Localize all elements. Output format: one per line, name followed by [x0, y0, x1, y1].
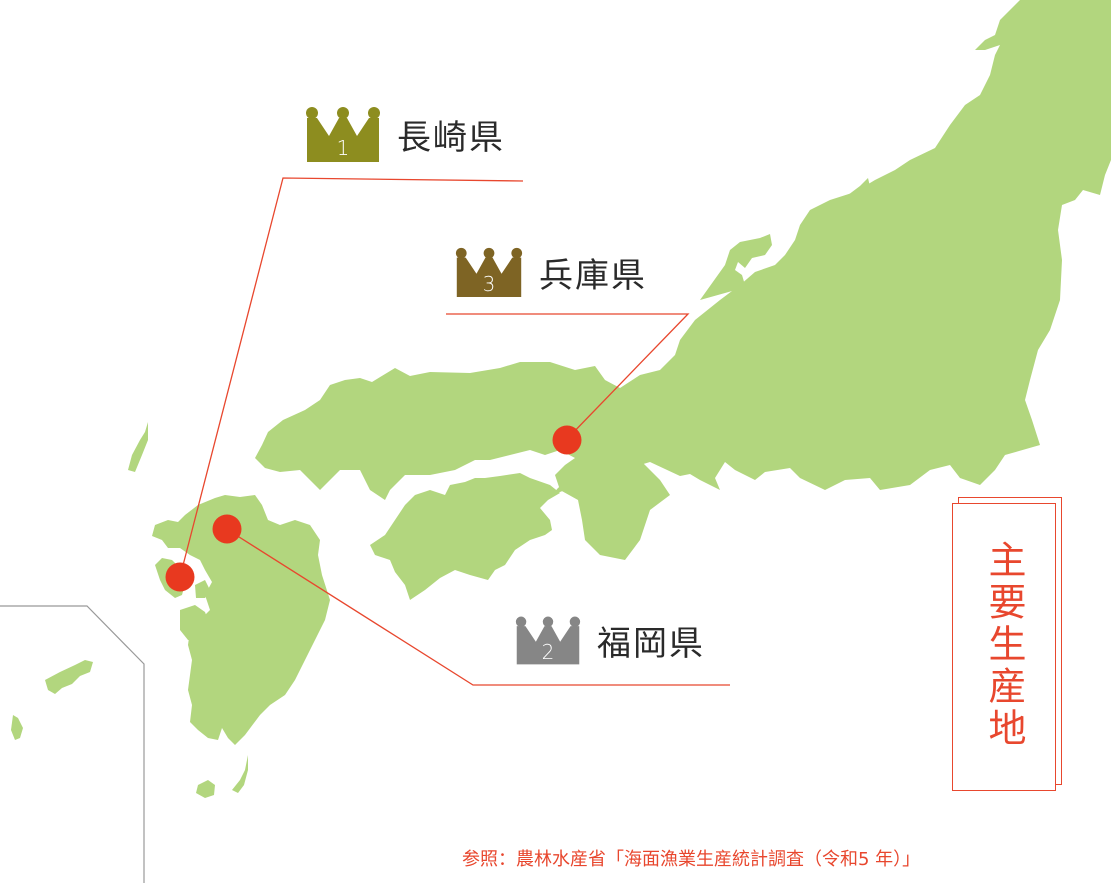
rank-label-1[interactable]: 1 長崎県	[305, 106, 505, 162]
amakusa-islands	[180, 605, 210, 640]
marker-fukuoka[interactable]	[212, 514, 242, 544]
shikoku	[370, 473, 560, 600]
crown-icon: 3	[455, 246, 523, 298]
prefecture-name: 兵庫県	[539, 255, 647, 296]
leader-line-hyogo	[446, 313, 690, 441]
crown-icon: 1	[305, 106, 381, 162]
kyushu	[152, 495, 330, 745]
rank-number: 2	[541, 640, 555, 664]
rank-label-2[interactable]: 2 福岡県	[515, 614, 705, 666]
source-citation: 参照：農林水産省「海面漁業生産統計調査（令和5 年）」	[462, 849, 921, 870]
rank-label-3[interactable]: 3 兵庫県	[455, 246, 647, 298]
title-box: 主要生産地	[952, 503, 1056, 791]
land-masses	[11, 0, 1111, 798]
shimabara-area	[195, 580, 210, 598]
small-island	[11, 715, 23, 740]
leader-line-nagasaki	[179, 177, 524, 578]
sado-island	[845, 178, 872, 216]
inset-border	[0, 605, 145, 883]
goto-island	[45, 660, 93, 694]
tanegashima	[232, 755, 248, 793]
main-title: 主要生産地	[982, 540, 1026, 750]
crown-icon: 2	[515, 614, 581, 666]
marker-hyogo[interactable]	[552, 425, 582, 455]
noto-peninsula	[700, 234, 800, 300]
leader-line-fukuoka	[227, 529, 730, 686]
yakushima	[196, 780, 215, 798]
marker-nagasaki[interactable]	[165, 562, 195, 592]
prefecture-name: 長崎県	[397, 117, 505, 158]
honshu	[255, 0, 1111, 560]
tsushima-island	[128, 422, 148, 472]
prefecture-name: 福岡県	[597, 623, 705, 664]
rank-number: 1	[336, 136, 350, 160]
rank-number: 3	[482, 272, 496, 296]
